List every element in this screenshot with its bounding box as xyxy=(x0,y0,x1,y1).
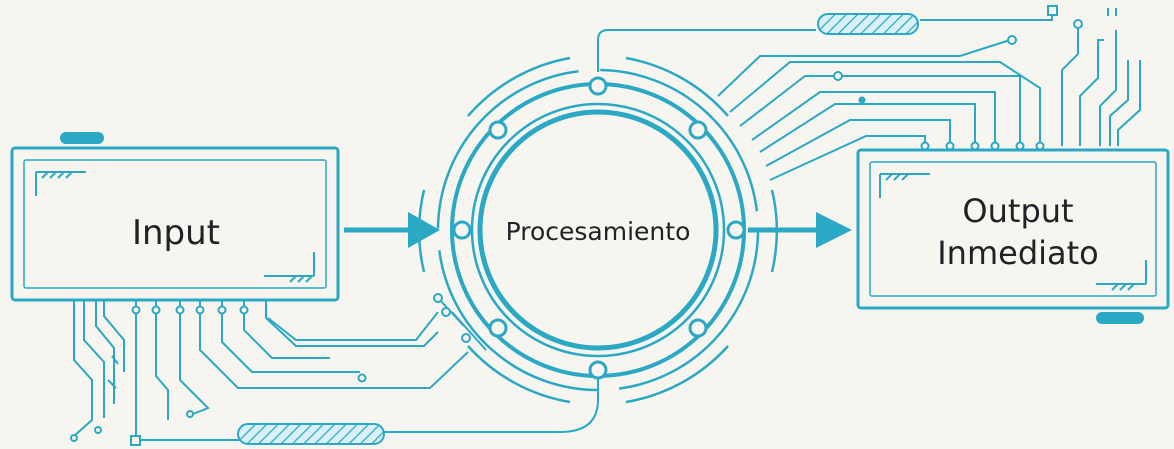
output-box: Output Inmediato xyxy=(856,148,1170,324)
output-tab-accent xyxy=(1096,312,1144,324)
process-label: Procesamiento xyxy=(506,217,691,246)
input-tab-accent xyxy=(60,132,104,144)
output-label-line2: Inmediato xyxy=(937,234,1099,272)
input-box: Input xyxy=(10,132,340,302)
circuit-traces-bottom-left xyxy=(70,293,599,446)
input-label: Input xyxy=(132,213,220,253)
arrow-process-to-output xyxy=(748,212,852,248)
output-label-line1: Output xyxy=(962,192,1073,230)
arrow-input-to-process xyxy=(344,212,440,248)
circuit-traces-top-right xyxy=(597,5,1141,181)
